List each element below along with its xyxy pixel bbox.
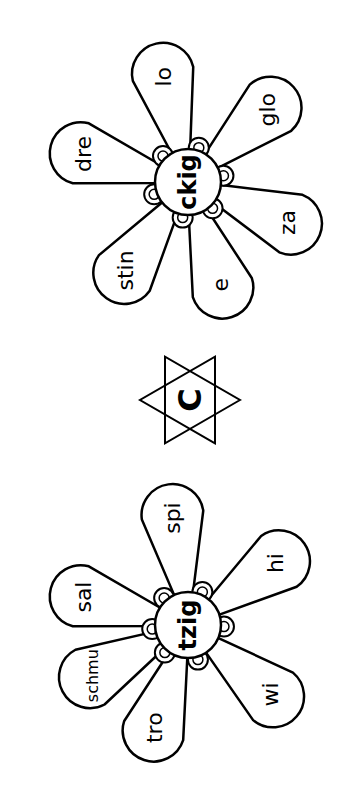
syllable-text: tro — [144, 712, 166, 743]
star-symbol: C — [135, 345, 245, 455]
syllable-text: spi — [162, 502, 184, 534]
syllable-text: glo — [257, 93, 279, 127]
syllable-text: schmu — [85, 649, 101, 702]
flower-center: tzig — [138, 575, 238, 675]
syllable-text: C — [174, 388, 206, 411]
syllable-text: sal — [73, 582, 95, 613]
syllable-text: ckig — [176, 154, 200, 210]
syllable-text: hi — [265, 553, 287, 573]
syllable-text: e — [210, 278, 232, 292]
syllable-text: tzig — [176, 600, 200, 651]
syllable-text: wi — [260, 682, 282, 706]
syllable-text: dre — [73, 136, 95, 172]
syllable-text: stin — [115, 250, 137, 290]
syllable-text: lo — [153, 67, 175, 87]
flower-center: ckig — [138, 132, 238, 232]
syllable-text: za — [277, 210, 299, 235]
